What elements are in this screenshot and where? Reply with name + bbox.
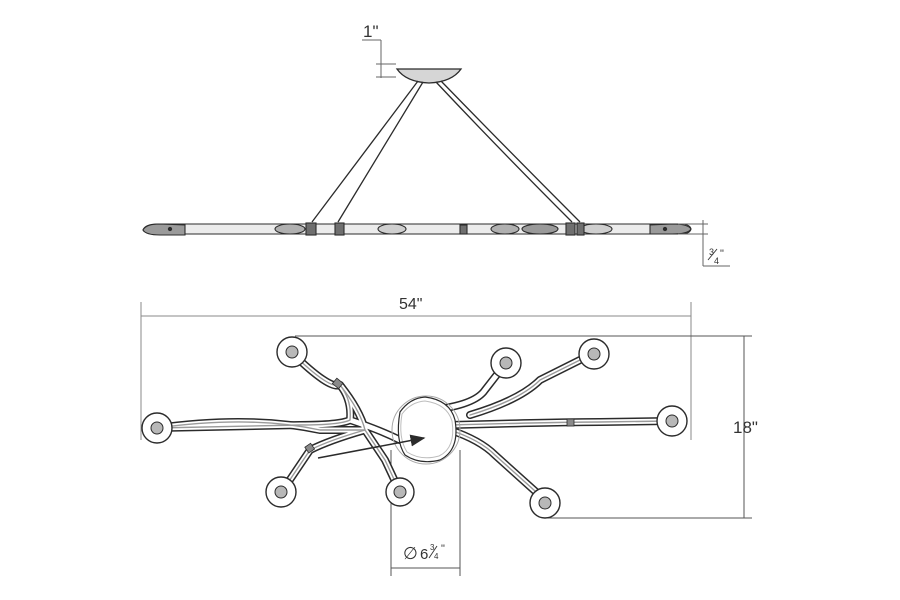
canopy-height-dimension — [362, 39, 396, 78]
fixture-bar-side — [142, 222, 692, 236]
suspension-cables — [311, 80, 581, 223]
svg-text:3: 3 — [709, 247, 714, 257]
light-heads — [141, 336, 688, 519]
light-head — [276, 336, 308, 368]
light-head — [265, 476, 297, 508]
svg-text:": " — [441, 543, 445, 555]
ceiling-canopy — [395, 68, 463, 84]
light-head — [656, 405, 688, 437]
plan-canopy — [391, 395, 461, 465]
overall-depth-label: 18" — [733, 418, 758, 437]
light-head — [141, 412, 173, 444]
overall-width-dimension — [140, 302, 692, 440]
bar-thickness-label: 3 4 " — [707, 247, 724, 266]
light-head — [578, 338, 610, 370]
overall-width-label: 54" — [399, 296, 422, 313]
bar-thickness-dimension — [678, 220, 730, 267]
plan-view: 54" 18" ∅ 6 3 4 " — [140, 296, 758, 576]
svg-text:3: 3 — [430, 543, 435, 552]
overall-depth-dimension — [295, 335, 752, 519]
light-head — [385, 477, 415, 507]
canopy-height-label: 1" — [363, 22, 379, 41]
canopy-leader-arrow — [317, 434, 426, 459]
svg-text:∅: ∅ — [403, 544, 418, 563]
side-elevation-view: 1" 3 4 " — [142, 22, 730, 267]
svg-text:4: 4 — [714, 256, 719, 266]
light-head — [490, 347, 522, 379]
canopy-diameter-label: ∅ 6 3 4 " — [403, 543, 445, 563]
svg-text:6: 6 — [420, 546, 428, 563]
svg-text:": " — [720, 248, 724, 260]
svg-text:4: 4 — [434, 552, 439, 561]
light-head — [529, 487, 561, 519]
